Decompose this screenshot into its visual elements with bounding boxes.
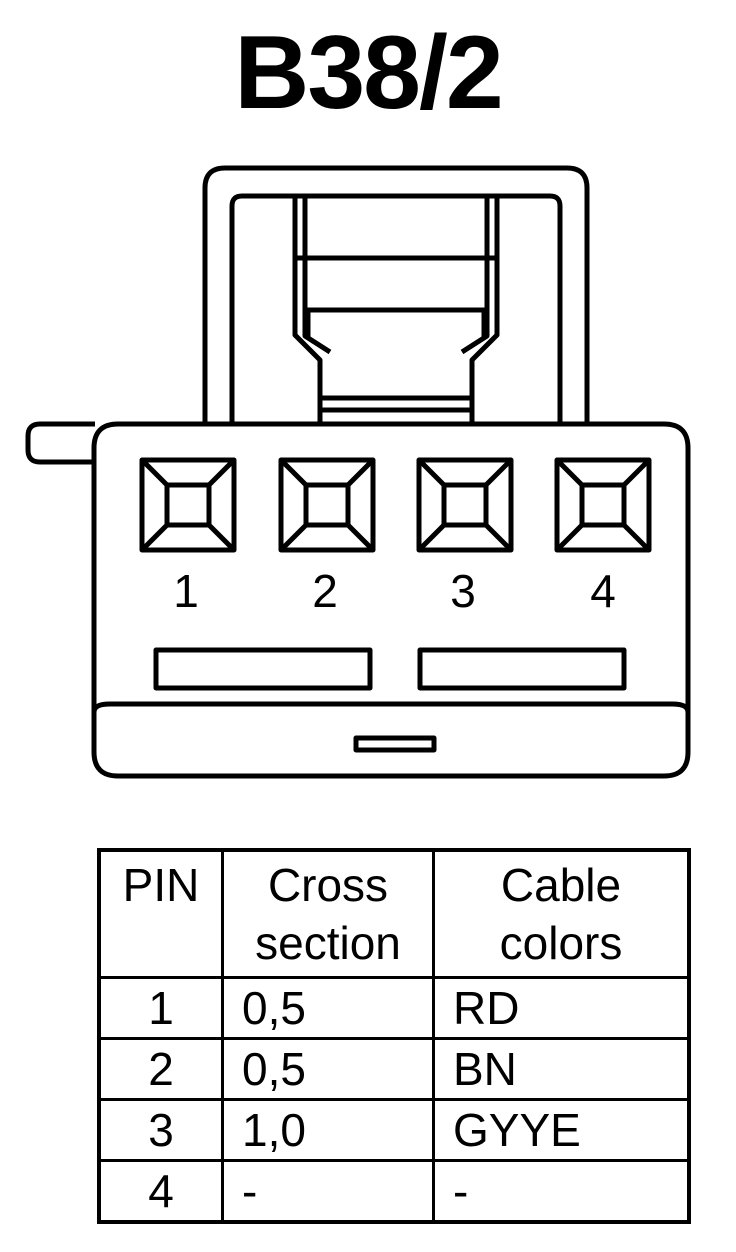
header-pin: PIN (97, 848, 224, 979)
pin-terminal-4 (554, 457, 652, 553)
cell-cable-color: BN (432, 1037, 691, 1101)
connector-housing (91, 421, 691, 779)
header-cross-line2: section (255, 917, 401, 969)
header-colors-line1: Cable (500, 859, 622, 911)
pin-terminal-3 (416, 457, 514, 553)
pin-label-2: 2 (312, 565, 338, 617)
pin-label-4: 4 (590, 565, 616, 617)
header-cross-section: Cross section (221, 848, 435, 979)
cell-pin: 3 (97, 1098, 224, 1162)
header-cross-line1: Cross (267, 859, 389, 911)
cell-pin: 4 (97, 1159, 224, 1224)
cell-cross-section: 1,0 (221, 1098, 435, 1162)
header-pin-label: PIN (122, 859, 200, 911)
table-row: 2 0,5 BN (97, 1037, 691, 1101)
cell-cable-color: GYYE (432, 1098, 691, 1162)
connector-side-tab (25, 421, 95, 465)
cell-cross-section: 0,5 (221, 1037, 435, 1101)
cell-cross-section: 0,5 (221, 976, 435, 1040)
cell-cable-color: - (432, 1159, 691, 1224)
pin-terminal-1 (139, 457, 237, 553)
cell-pin: 1 (97, 976, 224, 1040)
connector-title: B38/2 (234, 15, 504, 131)
table-row: 4 - - (97, 1159, 691, 1224)
connector-diagram (25, 165, 691, 779)
cell-cable-color: RD (432, 976, 691, 1040)
pin-label-3: 3 (450, 565, 476, 617)
table-header-row: PIN Cross section Cable colors (97, 848, 691, 979)
pin-assignment-table: PIN Cross section Cable colors 1 0,5 RD … (97, 848, 691, 1224)
header-cable-colors: Cable colors (432, 848, 691, 979)
pin-terminal-2 (278, 457, 376, 553)
header-colors-line2: colors (499, 917, 623, 969)
pin-label-1: 1 (173, 565, 199, 617)
connector-latch (202, 165, 590, 424)
cell-cross-section: - (221, 1159, 435, 1224)
table-row: 3 1,0 GYYE (97, 1098, 691, 1162)
cell-pin: 2 (97, 1037, 224, 1101)
table-row: 1 0,5 RD (97, 976, 691, 1040)
